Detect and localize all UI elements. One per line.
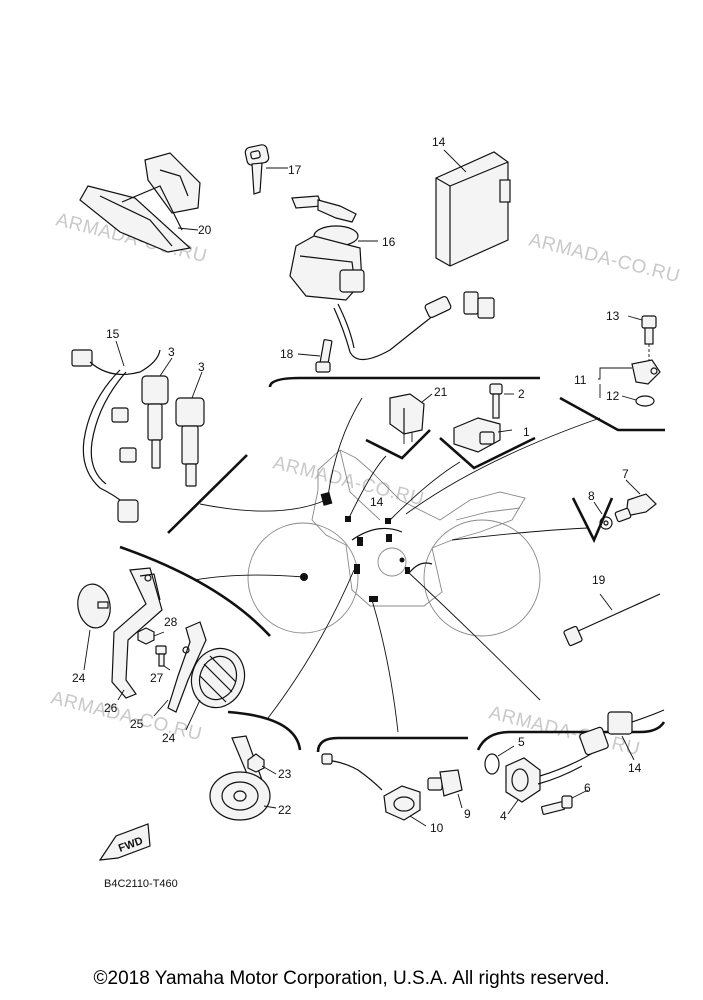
part-28-nut (137, 627, 165, 645)
part-26-bracket (111, 567, 163, 701)
callout-9: 9 (464, 807, 471, 821)
callout-6: 6 (584, 781, 591, 795)
callout-11: 11 (574, 373, 587, 387)
callout-14c: 14 (628, 761, 642, 775)
callout-20: 20 (198, 223, 212, 237)
watermarks: ARMADA-CO.RU ARMADA-CO.RU ARMADA-CO.RU A… (49, 209, 682, 760)
callout-26: 26 (104, 701, 118, 715)
group-brackets (119, 376, 666, 753)
callout-10: 10 (430, 821, 444, 835)
callout-1: 1 (523, 425, 530, 439)
part-16-ignition-switch (289, 195, 495, 361)
part-14-connector (579, 709, 665, 761)
watermark-2: ARMADA-CO.RU (527, 229, 682, 287)
part-24-reflector-b (185, 647, 246, 731)
callout-12: 12 (606, 389, 620, 403)
part-18-bolt (297, 339, 333, 373)
callout-23: 23 (278, 767, 292, 781)
part-19-cable-tie (563, 593, 661, 647)
callout-numbers: 1 2 3 3 4 5 6 7 8 9 10 11 12 13 14 14 14… (72, 135, 642, 835)
callout-7: 7 (622, 467, 629, 481)
diagram-code: B4C2110-T460 (104, 878, 178, 890)
callout-24a: 24 (72, 671, 86, 685)
callout-2: 2 (518, 387, 525, 401)
callout-21: 21 (434, 385, 448, 399)
callout-19: 19 (592, 573, 606, 587)
part-3-sensor-b (175, 371, 205, 487)
part-10-sensor (321, 753, 427, 827)
part-14-ecu (435, 149, 511, 267)
part-20-bracket (79, 152, 201, 253)
callout-8: 8 (588, 489, 595, 503)
part-1-sensor (453, 417, 513, 453)
part-23-nut (247, 753, 277, 775)
part-25-bracket (153, 621, 207, 717)
part-24-reflector-a (77, 583, 111, 671)
part-3-sensor-a (141, 357, 173, 469)
callout-27: 27 (150, 671, 164, 685)
part-9-switch (427, 769, 463, 809)
callout-5: 5 (518, 735, 525, 749)
fwd-arrow-icon: FWD (98, 823, 151, 861)
exploded-view-drawing: ARMADA-CO.RU ARMADA-CO.RU ARMADA-CO.RU A… (49, 135, 682, 890)
callout-3b: 3 (198, 360, 205, 374)
callout-4: 4 (500, 809, 507, 823)
part-6-bolt (540, 789, 589, 815)
callout-14a: 14 (432, 135, 446, 149)
part-5-o-ring (484, 745, 515, 775)
part-7-switch (614, 479, 657, 523)
callout-13: 13 (606, 309, 620, 323)
motorcycle-outline (247, 449, 541, 637)
callout-22: 22 (278, 803, 292, 817)
part-11-sensor (598, 359, 661, 398)
copyright-notice: ©2018 Yamaha Motor Corporation, U.S.A. A… (93, 968, 610, 989)
part-22-horn (209, 735, 277, 821)
callout-17: 17 (288, 163, 302, 177)
part-17-key (244, 144, 288, 195)
callout-15: 15 (106, 327, 120, 341)
part-27-bolt (155, 645, 171, 671)
part-21-relay (389, 393, 433, 444)
part-2-bolt (489, 383, 514, 419)
callout-3a: 3 (168, 345, 175, 359)
location-marks (300, 491, 433, 602)
callout-25: 25 (130, 717, 144, 731)
callout-18: 18 (280, 347, 294, 361)
part-13-bolt (627, 315, 657, 360)
part-8-washer (593, 501, 613, 530)
callout-28: 28 (164, 615, 178, 629)
callout-16: 16 (382, 235, 396, 249)
part-15-wire-harness (71, 340, 161, 523)
callout-24b: 24 (162, 731, 176, 745)
part-12-o-ring (621, 395, 655, 407)
callout-14b: 14 (370, 495, 384, 509)
